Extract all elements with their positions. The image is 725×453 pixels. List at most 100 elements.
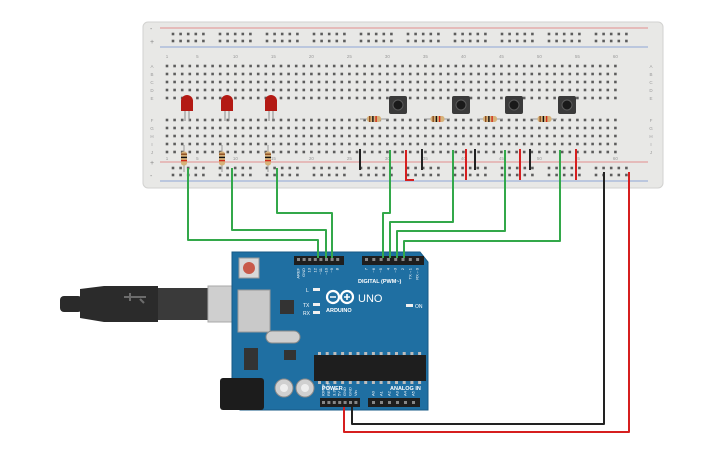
header-hole	[327, 401, 331, 404]
breadboard-hole	[401, 150, 404, 154]
digital-pin-label: ~10	[324, 267, 329, 275]
usb-cable[interactable]	[60, 285, 261, 323]
breadboard-hole	[439, 72, 442, 76]
rail-hole	[327, 173, 331, 177]
breadboard-hole	[545, 88, 549, 92]
breadboard-hole	[173, 80, 176, 84]
breadboard-hole	[234, 64, 237, 68]
breadboard-hole	[500, 88, 503, 92]
breadboard-hole	[325, 142, 328, 146]
breadboard-hole	[484, 96, 488, 100]
resistor-band	[181, 156, 187, 159]
rail-hole	[437, 166, 440, 170]
rail-hole	[249, 166, 252, 170]
breadboard-hole	[256, 142, 260, 146]
rail-hole	[233, 166, 237, 170]
arduino-uno-board[interactable]: L TX RX ON UNO ARDUINO DIGITAL (PWM~) PO…	[220, 251, 429, 411]
column-number: 50	[537, 54, 543, 59]
row-letter: E	[150, 96, 153, 101]
breadboard-hole	[218, 142, 222, 146]
led	[221, 95, 233, 111]
led-on-indicator	[406, 304, 413, 307]
header-hole	[412, 401, 415, 404]
breadboard-hole	[598, 142, 602, 146]
column-number: 55	[575, 54, 581, 59]
rail-hole	[327, 39, 331, 43]
rail-sign: -	[150, 26, 153, 33]
breadboard-hole	[279, 126, 283, 130]
analog-pin-label: A3	[395, 390, 400, 396]
breadboard-hole	[249, 72, 252, 76]
rail-hole	[570, 166, 574, 170]
breadboard-hole	[553, 64, 556, 68]
breadboard-hole	[591, 72, 594, 76]
rail-hole	[288, 166, 292, 170]
breadboard-hole	[477, 80, 480, 84]
breadboard-hole	[446, 142, 450, 146]
breadboard-hole	[332, 150, 336, 154]
breadboard-hole	[507, 126, 511, 130]
rail-hole	[241, 39, 245, 43]
breadboard-hole	[484, 142, 488, 146]
breadboard-hole	[515, 80, 518, 84]
breadboard-hole	[614, 142, 617, 146]
breadboard-hole	[256, 88, 260, 92]
wire	[382, 150, 391, 258]
breadboard-hole	[218, 72, 222, 76]
rail-hole	[609, 39, 613, 43]
breadboard-hole	[614, 150, 617, 154]
breadboard-hole	[386, 118, 389, 122]
breadboard-hole	[568, 142, 572, 146]
breadboard-hole	[568, 64, 572, 68]
breadboard-hole	[568, 134, 572, 138]
breadboard-hole	[279, 142, 283, 146]
rail-hole	[437, 32, 440, 36]
digital-pin-label: ~6	[371, 267, 376, 272]
rail-hole	[374, 166, 378, 170]
breadboard-hole	[538, 142, 541, 146]
breadboard-hole	[386, 134, 389, 138]
breadboard-hole	[583, 118, 587, 122]
rail-hole	[523, 173, 527, 177]
breadboard-hole	[256, 80, 260, 84]
led-l-indicator	[313, 288, 320, 291]
breadboard-hole	[515, 150, 518, 154]
breadboard-hole	[401, 72, 404, 76]
breadboard-hole	[431, 134, 435, 138]
breadboard-hole	[234, 126, 237, 130]
breadboard-hole	[538, 134, 541, 138]
breadboard-hole	[431, 72, 435, 76]
rail-hole	[484, 32, 487, 36]
breadboard-hole	[560, 134, 564, 138]
breadboard-hole	[522, 72, 526, 76]
rail-hole	[382, 173, 386, 177]
resistor-band	[491, 116, 493, 122]
breadboard-hole	[272, 134, 275, 138]
header-hole	[322, 401, 325, 404]
breadboard-hole	[424, 150, 427, 154]
rail-hole	[273, 173, 276, 177]
reset-button[interactable]	[243, 262, 255, 274]
breadboard-hole	[188, 134, 192, 138]
breadboard-hole	[484, 64, 488, 68]
breadboard-hole	[378, 80, 382, 84]
breadboard-hole	[591, 126, 594, 130]
breadboard-hole	[165, 64, 169, 68]
breadboard-hole	[386, 88, 389, 92]
breadboard-hole	[234, 88, 237, 92]
ic-pin	[410, 381, 414, 384]
breadboard-hole	[317, 134, 321, 138]
breadboard-hole	[500, 134, 503, 138]
breadboard-hole	[446, 64, 450, 68]
breadboard-hole	[363, 118, 366, 122]
breadboard-hole	[203, 150, 207, 154]
ic-pin	[356, 352, 360, 355]
breadboard-hole	[530, 126, 534, 130]
breadboard-hole	[249, 150, 252, 154]
breadboard-hole	[272, 142, 275, 146]
rail-sign: -	[150, 173, 153, 180]
breadboard-hole	[188, 72, 192, 76]
power-pin-label: 3.3V	[331, 387, 336, 396]
breadboard-hole	[249, 142, 252, 146]
digital-pin-label: 12	[312, 267, 317, 272]
